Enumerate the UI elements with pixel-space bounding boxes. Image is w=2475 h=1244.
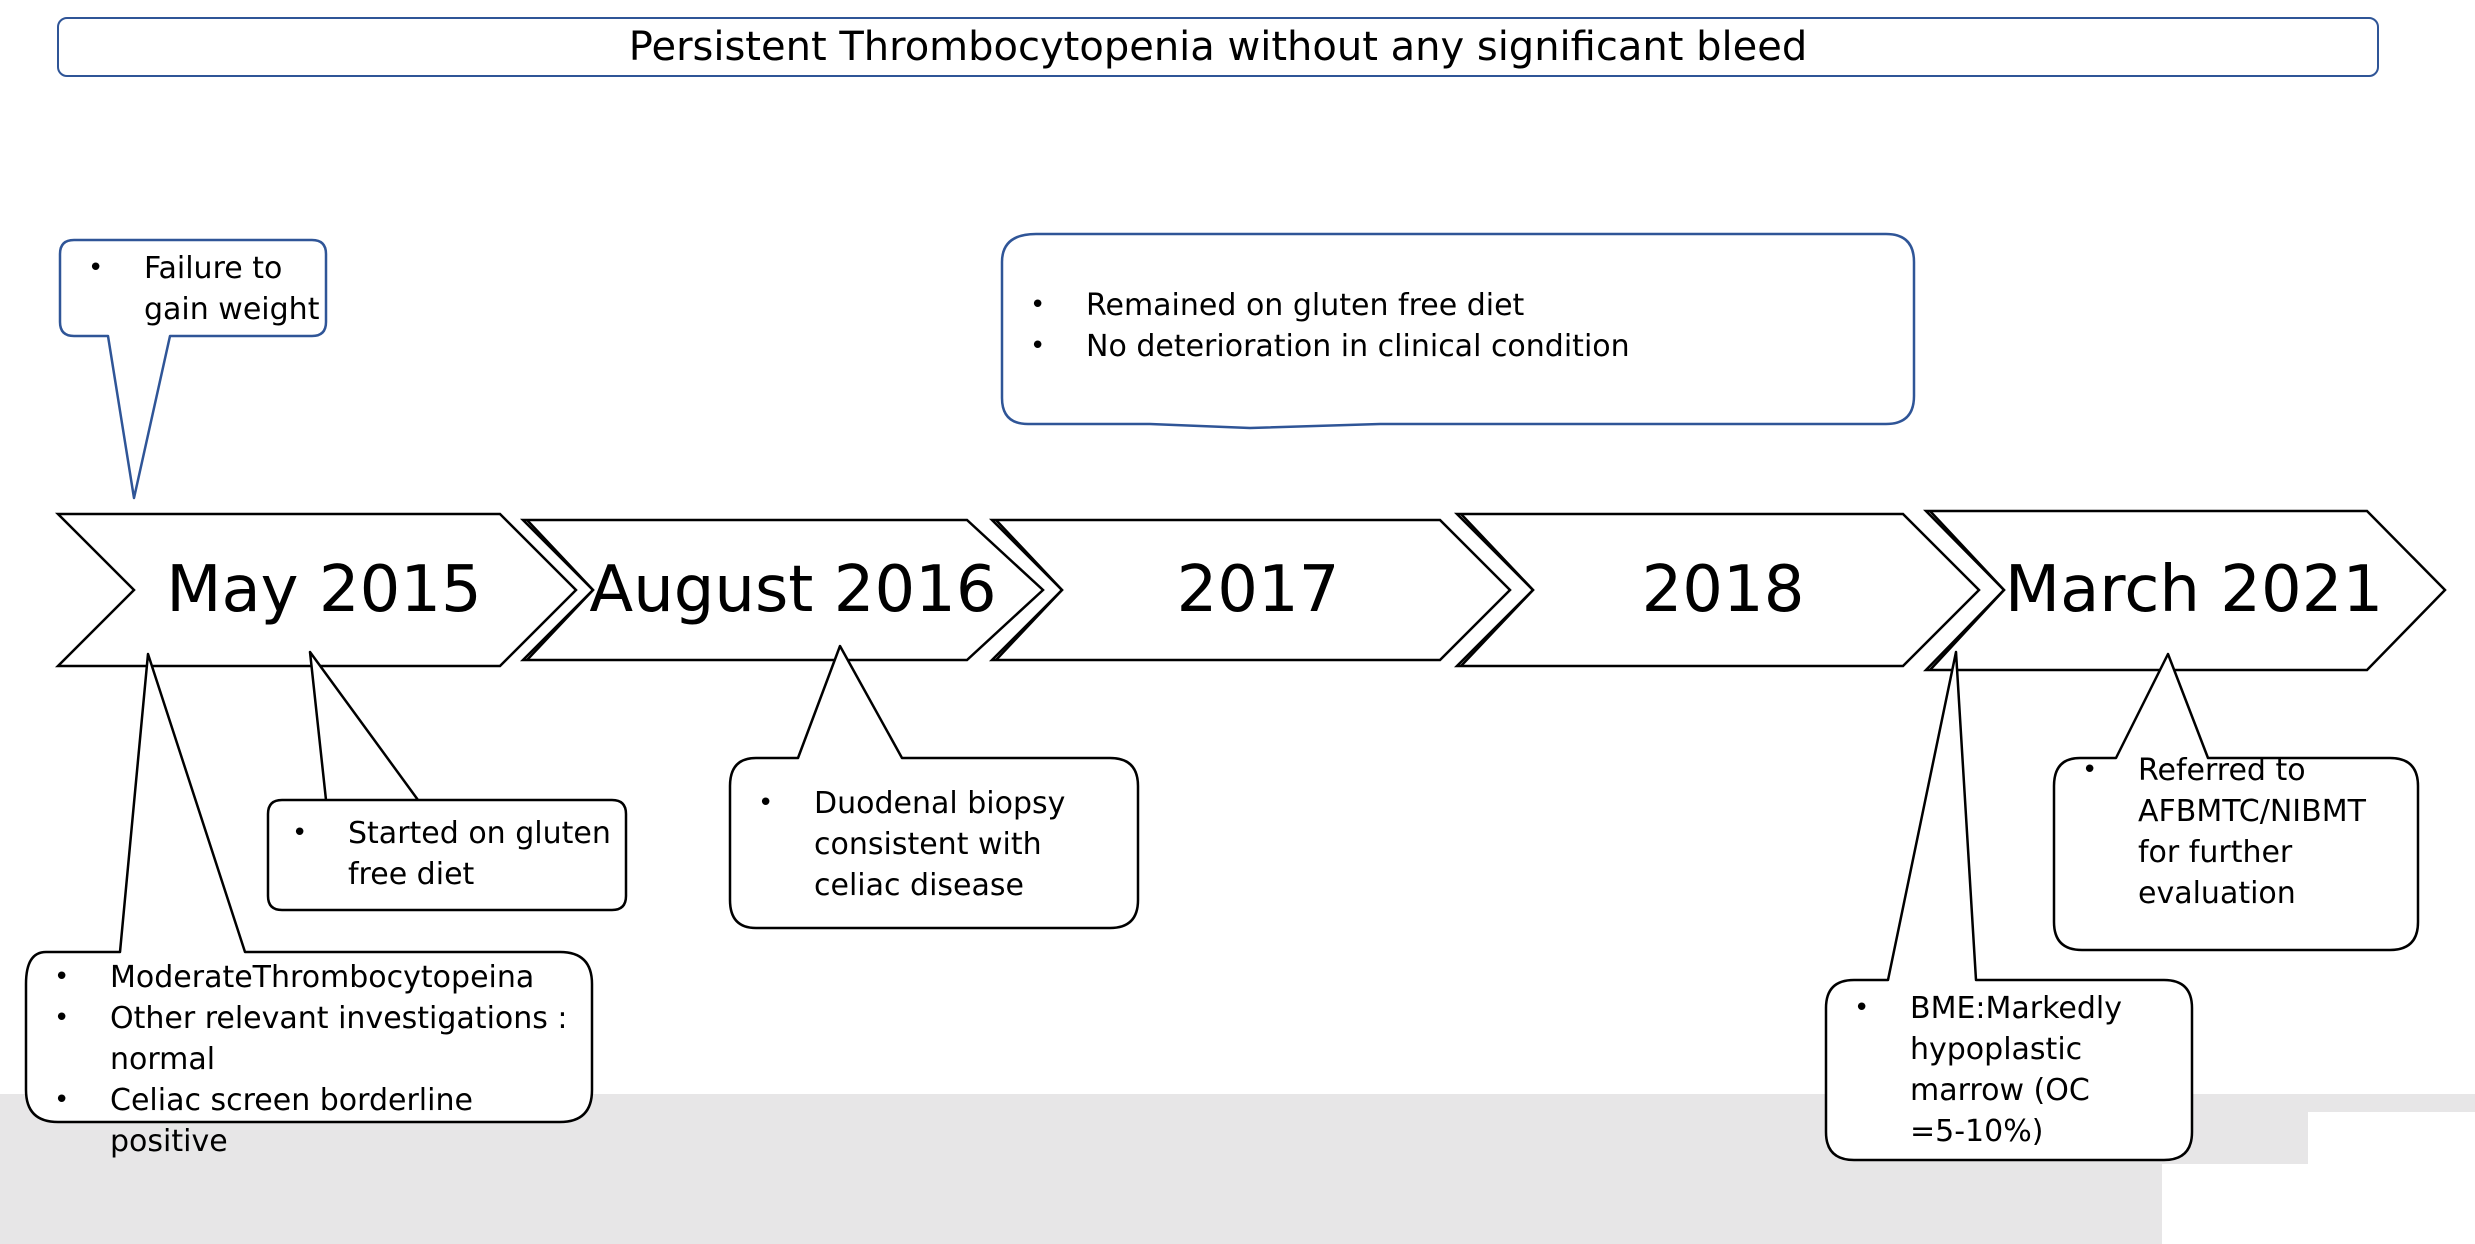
callout-bullet: Duodenal biopsy consistent with celiac d…	[732, 783, 1092, 906]
callout-referred: Referred to AFBMTC/NIBMT for further eva…	[2056, 750, 2376, 914]
callout-bullet: ModerateThrombocytopeina	[28, 957, 590, 998]
callout-failure-weight: Failure to gain weight	[62, 248, 324, 330]
callout-duodenal-biopsy: Duodenal biopsy consistent with celiac d…	[732, 783, 1092, 906]
milestone-may-2015: May 2015	[166, 553, 482, 627]
background-corner-patch	[2308, 1112, 2475, 1244]
callout-gluten-remained: Remained on gluten free diet No deterior…	[1004, 285, 1904, 367]
milestone-march-2021: March 2021	[2004, 553, 2384, 627]
callout-bullet: No deterioration in clinical condition	[1004, 326, 1904, 367]
callout-investigations: ModerateThrombocytopeina Other relevant …	[28, 957, 590, 1162]
chevron-may-2015	[54, 512, 578, 668]
background-corner-patch-2	[2162, 1164, 2312, 1244]
callout-bullet: Referred to AFBMTC/NIBMT for further eva…	[2056, 750, 2376, 914]
callout-bullet: BME:Markedly hypoplastic marrow (OC =5-1…	[1828, 988, 2148, 1152]
callout-bullet: Celiac screen borderline positive	[28, 1080, 590, 1162]
callout-bme: BME:Markedly hypoplastic marrow (OC =5-1…	[1828, 988, 2148, 1152]
chevron-accent-1	[526, 519, 595, 661]
milestone-august-2016: August 2016	[589, 553, 997, 627]
milestone-2017: 2017	[1176, 553, 1340, 627]
page-title: Persistent Thrombocytopenia without any …	[57, 17, 2379, 77]
chevron-accent-3	[1460, 513, 1535, 667]
callout-bullet: Remained on gluten free diet	[1004, 285, 1904, 326]
milestone-2018: 2018	[1641, 553, 1805, 627]
callout-started-gluten: Started on gluten free diet	[266, 813, 624, 895]
callout-bullet: Started on gluten free diet	[266, 813, 624, 895]
chevron-accent-4	[1929, 510, 2006, 671]
callout-bullet: Other relevant investigations : normal	[28, 998, 590, 1080]
chevron-accent-2	[995, 519, 1064, 661]
callout-bullet: Failure to gain weight	[62, 248, 324, 330]
